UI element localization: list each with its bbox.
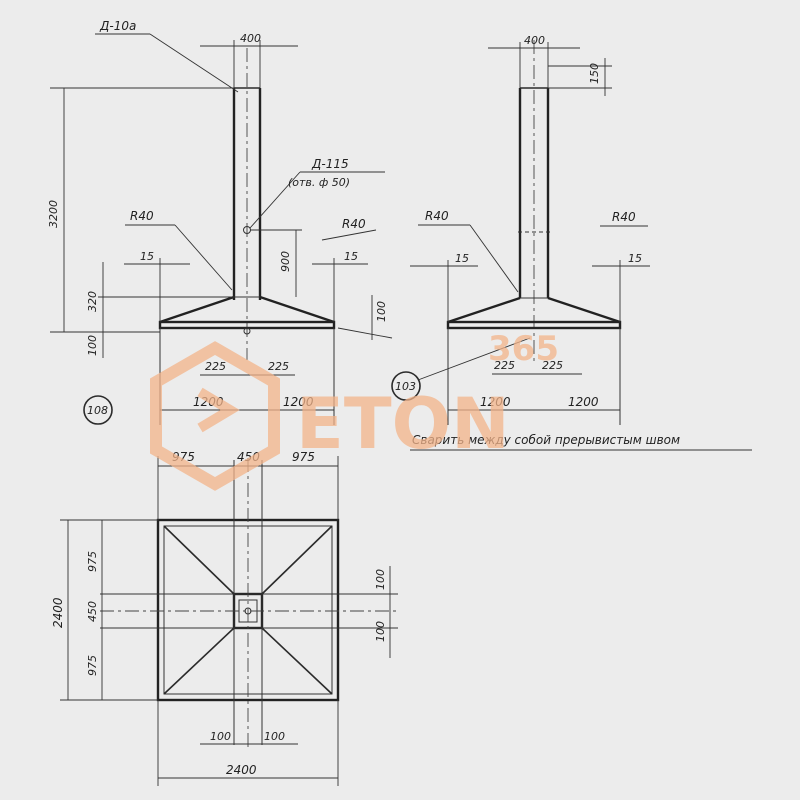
anchor-mark (243, 327, 251, 335)
watermark-number: 365 (488, 329, 559, 369)
dim-15-right: 15 (344, 250, 358, 263)
leader-r40-rv-left (469, 224, 519, 293)
leader-r40-right (321, 229, 377, 241)
left-elevation: 400 Д-10а 3200 320 100 900 100 Д-115 (от… (47, 19, 393, 425)
dim-right-400: 400 (524, 34, 545, 47)
dim-ext-100-right (337, 327, 393, 339)
base-right-view-slope-left (447, 296, 521, 324)
dim-225-left: 225 (205, 360, 226, 373)
marker-108-circle (83, 395, 113, 425)
base-slope-left (159, 295, 235, 324)
dim-1200-right: 1200 (283, 395, 314, 409)
dim-plan-bottom-2400: 2400 (226, 763, 257, 777)
watermark-brand: ETON (296, 383, 510, 465)
dim-rv-1200-left: 1200 (480, 395, 511, 409)
plan-diagonal-br (261, 627, 333, 695)
plan-view: 975 450 975 2400 975 450 975 100 100 100… (51, 450, 398, 786)
leader-d115 (249, 171, 301, 229)
dim-plan-left-975-top: 975 (86, 551, 99, 572)
dim-100-left: 100 (86, 335, 99, 356)
dim-900: 900 (279, 251, 292, 272)
dim-rv-15-right: 15 (628, 252, 642, 265)
base-slope-right (259, 295, 335, 324)
dim-plan-left-975-bottom: 975 (86, 655, 99, 676)
dim-rv-225-left: 225 (494, 359, 515, 372)
label-d10a: Д-10а (99, 19, 136, 33)
base-right-view-slope-right (547, 296, 621, 324)
dim-225-right: 225 (268, 360, 289, 373)
plan-diagonal-bl (163, 627, 235, 695)
label-r40-rv-left: R40 (425, 209, 449, 223)
dim-plan-left-2400: 2400 (51, 597, 65, 628)
dim-rv-225-right: 225 (542, 359, 563, 372)
label-r40-right: R40 (342, 217, 366, 231)
marker-103: 103 (395, 380, 416, 393)
dim-320: 320 (86, 291, 99, 312)
dim-15-left: 15 (140, 250, 154, 263)
label-d115: Д-115 (311, 157, 349, 171)
dim-plan-top-975-right: 975 (292, 450, 315, 464)
dim-3200: 3200 (47, 200, 60, 228)
dim-rv-1200-right: 1200 (568, 395, 599, 409)
right-elevation: 400 150 R40 R40 15 15 225 225 1200 1200 … (391, 34, 752, 451)
label-r40-rv-right: R40 (612, 210, 636, 224)
dim-plan-bottom-100-right: 100 (264, 730, 285, 743)
label-hole: (отв. ф 50) (288, 176, 350, 189)
dim-plan-right-100-top: 100 (374, 569, 387, 590)
plan-diagonal-tr (261, 525, 333, 595)
leader-r40-left (174, 224, 233, 291)
marker-103-circle (391, 371, 421, 401)
dim-rv-15-left: 15 (455, 252, 469, 265)
dim-plan-left-450: 450 (86, 601, 99, 622)
dim-100-right: 100 (375, 301, 388, 322)
weld-note: Сварить между собой прерывистым швом (412, 433, 680, 447)
base-right-view-plate (446, 320, 622, 330)
plan-diagonal-tl (163, 525, 235, 595)
dim-plan-right-100-bottom: 100 (374, 621, 387, 642)
watermark: ETON 365 (150, 329, 559, 491)
dim-top-400: 400 (240, 32, 261, 45)
dim-plan-bottom-100-left: 100 (210, 730, 231, 743)
label-r40-left: R40 (130, 209, 154, 223)
dim-150: 150 (588, 63, 601, 84)
marker-108: 108 (87, 404, 108, 417)
leader-d10a (149, 33, 239, 93)
leader-103 (417, 337, 531, 381)
watermark-logo-icon (150, 341, 280, 491)
